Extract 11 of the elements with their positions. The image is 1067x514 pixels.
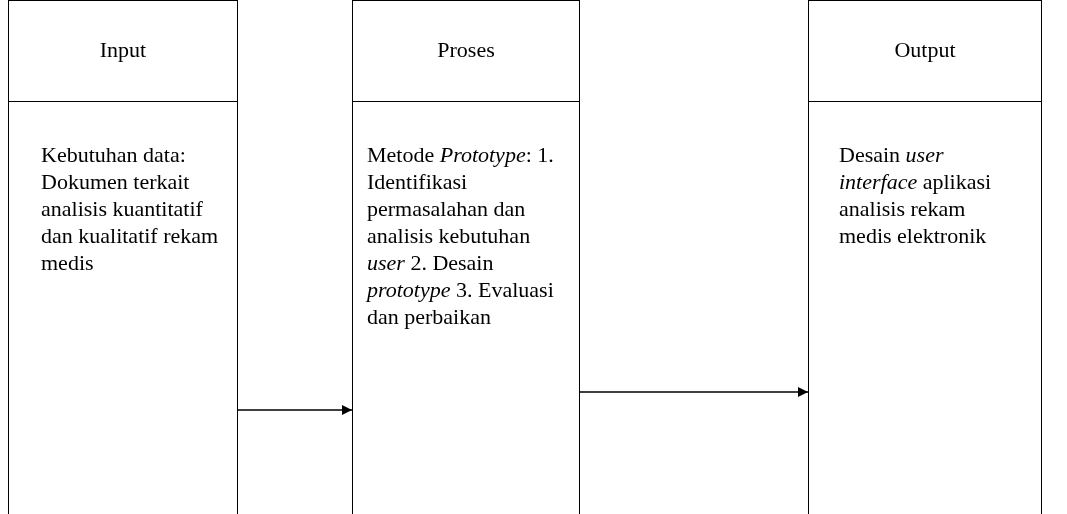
column-box [352,0,580,514]
arrow [579,386,809,398]
column-heading: Proses [436,37,496,63]
column-box [808,0,1042,514]
column-text: Kebutuhan data: Dokumen terkait analisis kuantitatif dan kualitatif rekam medis [41,141,220,276]
column-box [8,0,238,514]
column-heading: Output [893,37,957,63]
column-text: Metode Prototype: 1. Identifikasi permasalahan dan analisis kebutuhan user 2. Desain prototype 3. Evaluasi dan perbaikan [367,141,555,330]
column-heading: Input [98,37,148,63]
column-text: Desain user interface aplikasi analisis rekam medis elektronik [839,141,993,249]
arrow [237,404,353,416]
